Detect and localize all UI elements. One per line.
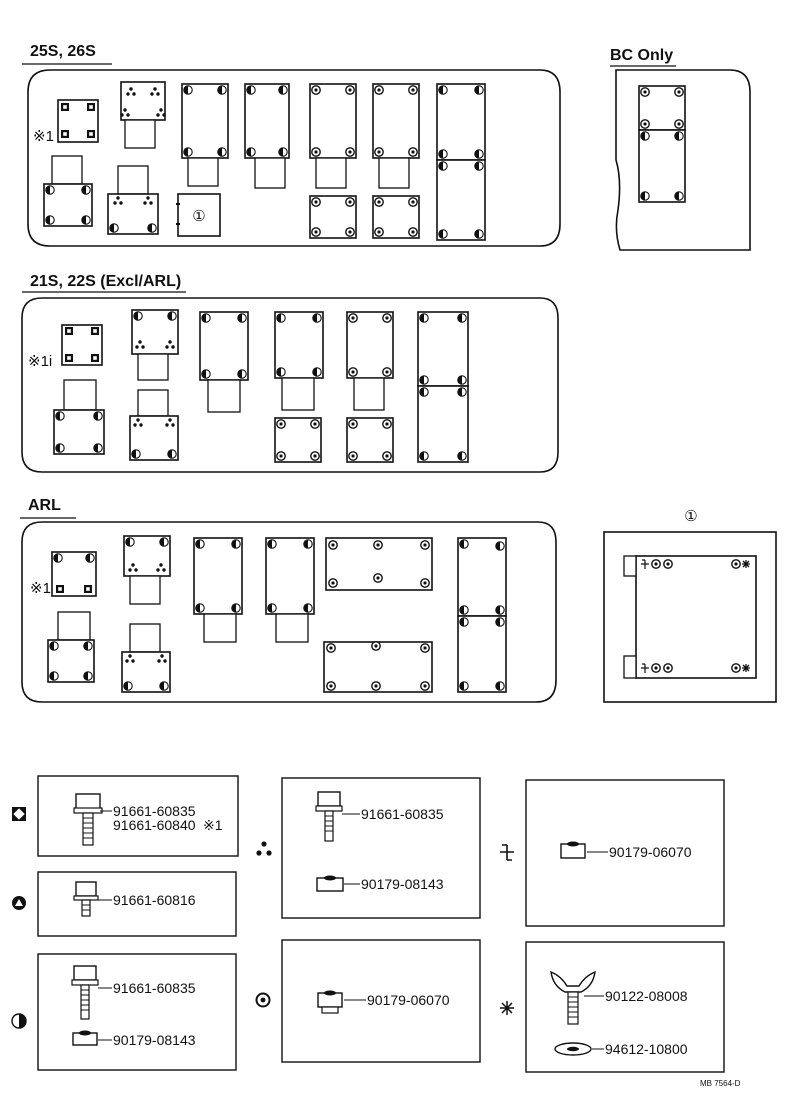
plate-group-arl (47, 535, 507, 693)
legend-box-c (37, 953, 237, 1071)
legend-half-icon (11, 1013, 27, 1029)
washer-icon (554, 1042, 592, 1056)
part-number: 90122-08008 (605, 988, 688, 1004)
bolt-icon (73, 881, 99, 917)
note-mark: ※1 (30, 580, 51, 597)
legend-box-b (37, 871, 237, 937)
section-label-25s: 25S, 26S (30, 43, 96, 60)
part-number: 91661-60816 (113, 892, 196, 908)
part-number: 91661-60835 (361, 806, 444, 822)
legend-triangle-icon (12, 896, 26, 910)
detail-1-plate (623, 555, 757, 679)
wing-bolt-icon (550, 970, 596, 1025)
legend-box-d (281, 777, 481, 919)
legend-box-e (281, 939, 481, 1063)
nut-icon (316, 875, 344, 892)
nut-icon (560, 841, 586, 859)
legend-ring-icon (255, 992, 271, 1008)
bolt-icon (315, 791, 343, 842)
part-number: 90179-08143 (361, 876, 444, 892)
legend-star-icon (500, 1001, 514, 1015)
part-number: 91661-60835 (113, 980, 196, 996)
panel-bc-only (615, 69, 751, 251)
part-number: 91661-60840 (113, 817, 196, 833)
legend-box-g (525, 941, 725, 1073)
figure-code: MB 7564-D (700, 1079, 741, 1088)
nut-icon (72, 1030, 98, 1046)
detail-1-panel (603, 531, 777, 703)
legend-box-f (525, 779, 725, 927)
section-label-bc-only: BC Only (610, 47, 673, 64)
legend-box-a (37, 775, 239, 857)
note-mark: ※1 (33, 128, 54, 145)
callout-1-25s: ① (192, 208, 205, 225)
nut-icon (317, 990, 343, 1014)
bolt-icon (71, 965, 99, 1020)
section-label-arl: ARL (28, 497, 61, 514)
part-number: 90179-06070 (609, 844, 692, 860)
note-mark: ※1 (203, 817, 223, 833)
section-label-21s: 21S, 22S (Excl/ARL) (30, 273, 181, 290)
plate-group-25s: ① (43, 81, 486, 241)
panel-25s (27, 69, 561, 247)
legend-cross-icon (500, 844, 514, 861)
panel-arl (21, 521, 557, 703)
panel-21s (21, 297, 559, 473)
legend-tri-icon (256, 841, 272, 856)
note-mark: ※1i (28, 353, 52, 370)
detail-1-label: ① (684, 508, 697, 525)
bolt-icon (73, 793, 103, 846)
part-number: 94612-10800 (605, 1041, 688, 1057)
plate-group-21s (53, 309, 469, 463)
part-number: 90179-06070 (367, 992, 450, 1008)
part-number: 90179-08143 (113, 1032, 196, 1048)
plate-group-bc (638, 85, 686, 203)
part-number: 91661-60835 (113, 803, 196, 819)
legend-square-icon (12, 807, 26, 821)
